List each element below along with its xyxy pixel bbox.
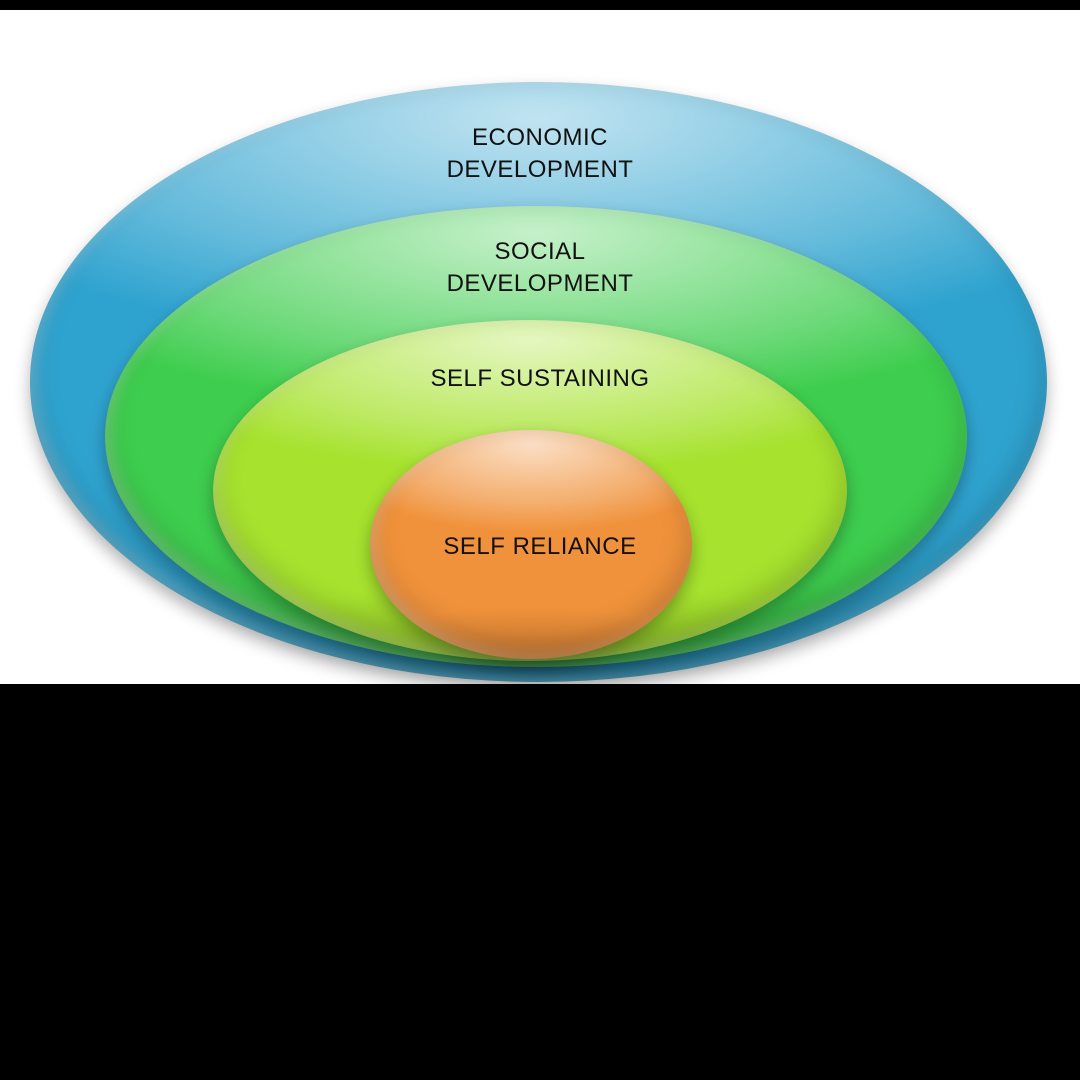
ellipse-self-reliance	[370, 430, 692, 659]
label-economic-development: ECONOMIC DEVELOPMENT	[446, 124, 634, 184]
label-self-sustaining: SELF SUSTAINING	[430, 365, 650, 392]
label-social-development: SOCIAL DEVELOPMENT	[446, 238, 634, 298]
label-self-reliance: SELF RELIANCE	[443, 533, 637, 560]
